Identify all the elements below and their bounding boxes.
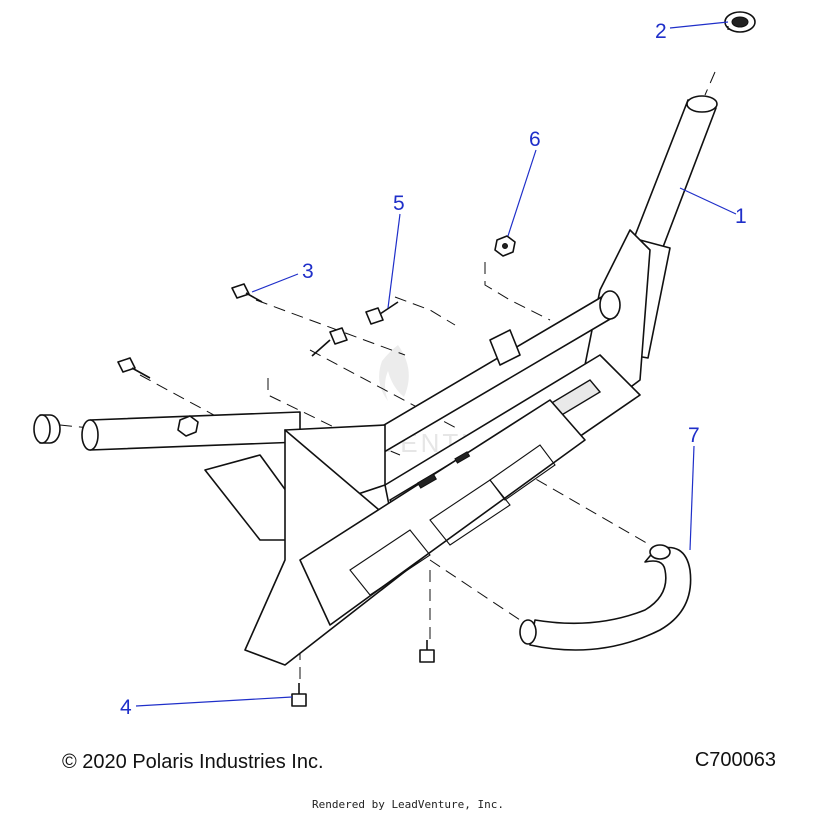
callout-leaders xyxy=(135,21,737,707)
rendered-by-text: Rendered by LeadVenture, Inc. xyxy=(311,798,505,811)
end-cap xyxy=(724,11,756,33)
callout-7: 7 xyxy=(688,424,700,447)
left-end-cap xyxy=(33,414,61,444)
callout-5: 5 xyxy=(393,192,405,215)
copyright-text: © 2020 Polaris Industries Inc. xyxy=(62,751,324,773)
callouts: 2 1 3 4 5 6 7 xyxy=(120,20,747,719)
callout-3: 3 xyxy=(302,260,314,283)
callout-4: 4 xyxy=(120,696,132,719)
callout-6: 6 xyxy=(529,128,541,151)
callout-2: 2 xyxy=(655,20,667,43)
tow-loop xyxy=(519,544,692,651)
front-bumper-frame xyxy=(81,95,718,666)
drawing-id: C700063 xyxy=(694,749,776,771)
fasteners xyxy=(117,235,516,707)
assembly-lines xyxy=(59,71,716,680)
callout-1: 1 xyxy=(735,205,747,228)
